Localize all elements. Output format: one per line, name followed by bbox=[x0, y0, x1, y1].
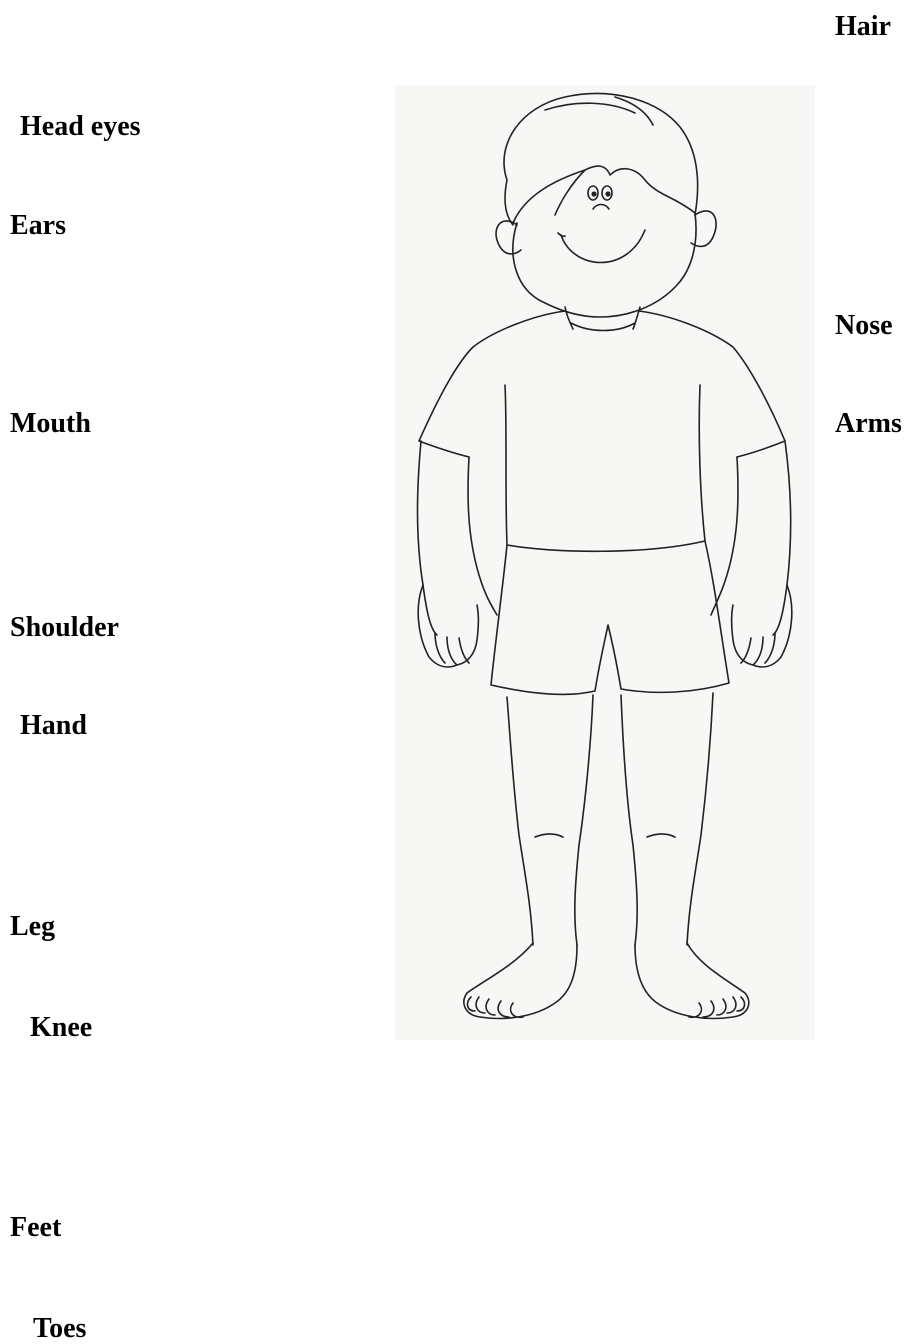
right-foot-outline bbox=[635, 943, 749, 1018]
mouth-icon bbox=[558, 230, 645, 263]
right-knee-mark bbox=[647, 834, 675, 837]
left-arm-outline bbox=[418, 441, 498, 635]
left-knee-mark bbox=[535, 834, 563, 837]
label-arms: Arms bbox=[835, 410, 902, 438]
label-head-eyes: Head eyes bbox=[20, 113, 141, 141]
nose-icon bbox=[593, 205, 609, 210]
hair-fringe bbox=[513, 166, 695, 223]
shirt-outline bbox=[419, 311, 785, 551]
neck-outline bbox=[565, 307, 640, 331]
shorts-outline bbox=[491, 541, 729, 694]
label-feet: Feet bbox=[10, 1214, 61, 1242]
label-shoulder: Shoulder bbox=[10, 614, 119, 642]
label-hair: Hair bbox=[835, 13, 891, 41]
label-hand: Hand bbox=[20, 712, 87, 740]
label-ears: Ears bbox=[10, 212, 66, 240]
left-hand-icon bbox=[418, 585, 478, 667]
label-mouth: Mouth bbox=[10, 410, 91, 438]
label-toes: Toes bbox=[33, 1315, 86, 1343]
label-knee: Knee bbox=[30, 1014, 92, 1042]
boy-outline-svg bbox=[395, 85, 815, 1040]
left-toes-icon bbox=[468, 997, 523, 1017]
label-leg: Leg bbox=[10, 913, 55, 941]
head-outline bbox=[513, 213, 696, 317]
label-nose: Nose bbox=[835, 312, 893, 340]
boy-figure-illustration bbox=[395, 85, 815, 1040]
left-leg-outline bbox=[507, 695, 593, 945]
left-ear-icon bbox=[496, 221, 521, 254]
right-leg-outline bbox=[621, 693, 713, 945]
right-toes-icon bbox=[689, 997, 744, 1017]
right-hand-icon bbox=[732, 585, 792, 667]
left-foot-outline bbox=[464, 943, 577, 1018]
right-arm-outline bbox=[711, 441, 791, 635]
